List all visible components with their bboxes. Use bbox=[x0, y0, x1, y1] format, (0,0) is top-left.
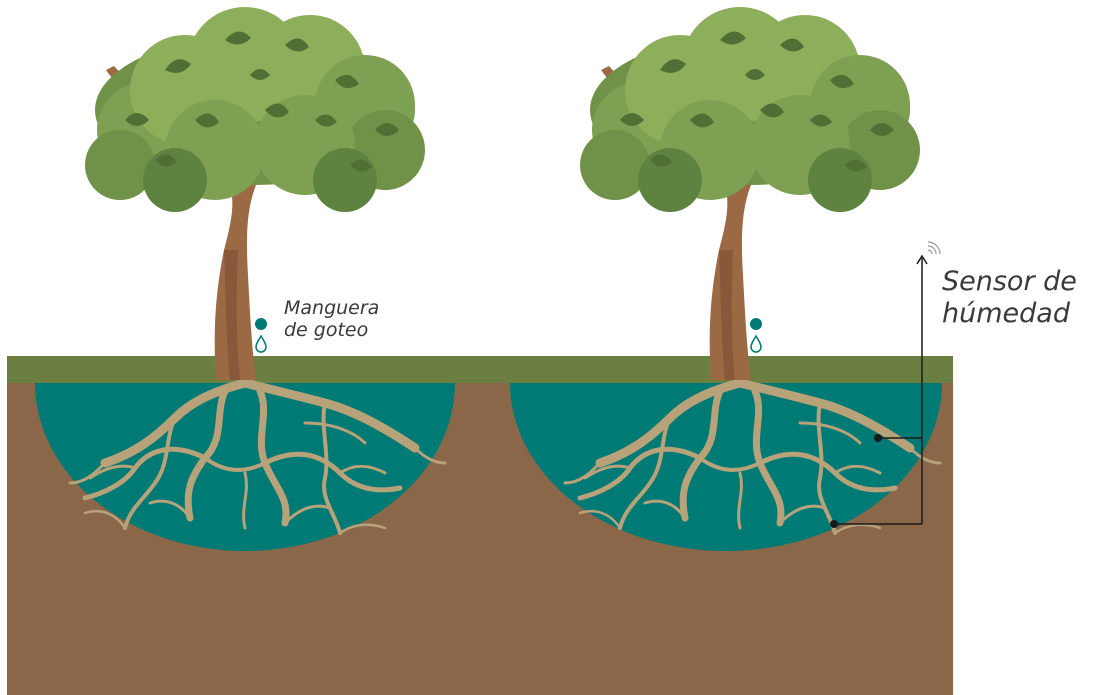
drip-hose-right bbox=[750, 318, 762, 352]
drip-hose-left bbox=[255, 318, 267, 352]
drip-hose-label-line1: Manguera bbox=[284, 297, 379, 319]
moisture-sensor-label-line2: húmedad bbox=[942, 298, 1077, 330]
moisture-sensor-label-line1: Sensor de bbox=[942, 266, 1077, 298]
water-drop-icon bbox=[256, 336, 266, 352]
moisture-sensor-label: Sensor de húmedad bbox=[942, 266, 1077, 330]
signal-waves-icon bbox=[928, 242, 940, 254]
grass-strip bbox=[7, 356, 953, 383]
drip-hose-label: Manguera de goteo bbox=[284, 297, 379, 341]
water-drop-icon bbox=[751, 336, 761, 352]
drip-hose-label-line2: de goteo bbox=[284, 319, 379, 341]
